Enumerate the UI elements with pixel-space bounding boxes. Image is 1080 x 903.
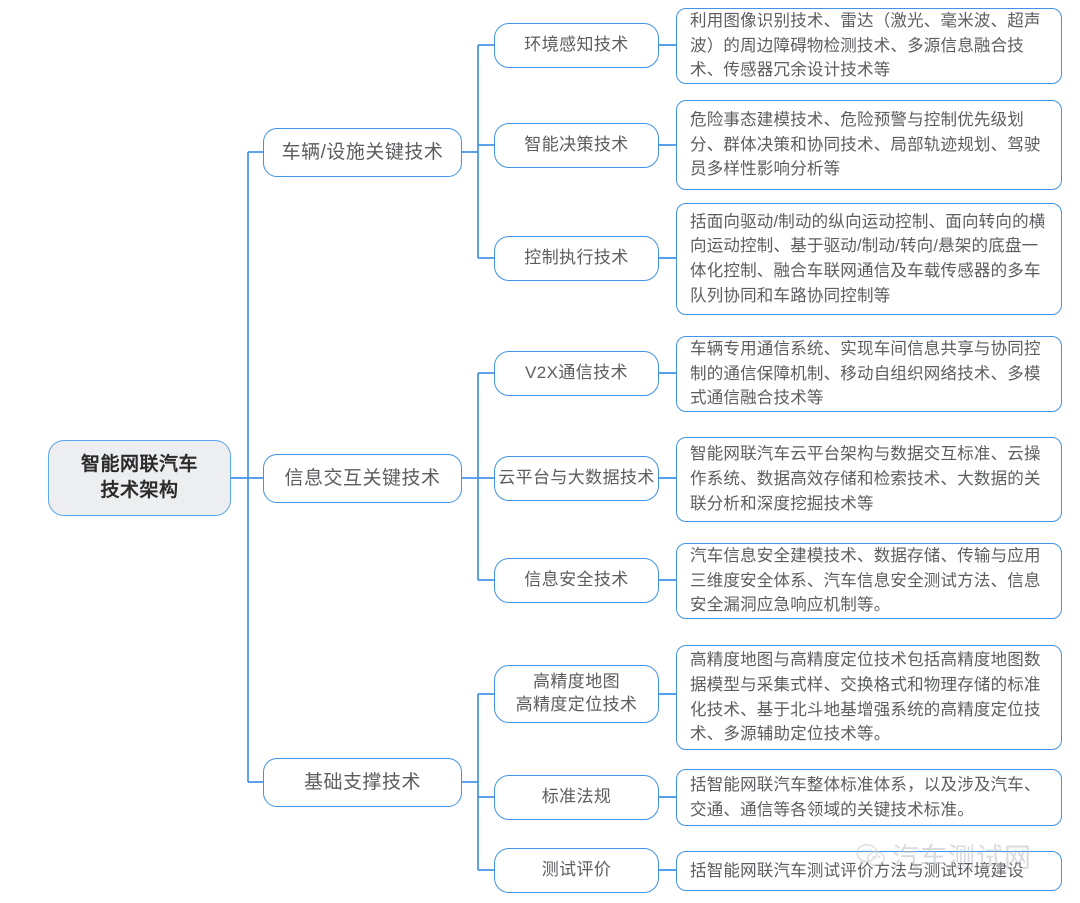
detail-node-control-execution[interactable]: 括面向驱动/制动的纵向运动控制、面向转向的横向运动控制、基于驱动/制动/转向/悬… [676, 203, 1062, 315]
branch-node-foundation-support[interactable]: 基础支撑技术 [263, 758, 462, 807]
topic-node-standards-regulations[interactable]: 标准法规 [494, 775, 659, 820]
detail-text: 汽车信息安全建模技术、数据存储、传输与应用三维度安全体系、汽车信息安全测试方法、… [690, 546, 1041, 615]
topic-label: 标准法规 [541, 787, 612, 807]
topic-label: 云平台与大数据技术 [498, 468, 655, 488]
branch-node-vehicle-facility[interactable]: 车辆/设施关键技术 [263, 128, 462, 177]
detail-node-intelligent-decision[interactable]: 危险事态建模技术、危险预警与控制优先级划分、群体决策和协同技术、局部轨迹规划、驾… [676, 100, 1062, 190]
topic-label: 控制执行技术 [524, 248, 629, 268]
detail-node-hd-map-positioning[interactable]: 高精度地图与高精度定位技术包括高精度地图数据模型与采集式样、交换格式和物理存储的… [676, 645, 1062, 750]
detail-node-cloud-bigdata[interactable]: 智能网联汽车云平台架构与数据交互标准、云操作系统、数据高效存储和检索技术、大数据… [676, 437, 1062, 522]
detail-text: 智能网联汽车云平台架构与数据交互标准、云操作系统、数据高效存储和检索技术、大数据… [690, 445, 1041, 513]
topic-label: 智能决策技术 [524, 135, 629, 155]
topic-label: 信息安全技术 [524, 570, 629, 590]
detail-text: 括智能网联汽车测试评价方法与测试环境建设 [690, 861, 1024, 880]
detail-node-standards-regulations[interactable]: 括智能网联汽车整体标准体系，以及涉及汽车、交通、通信等各领域的关键技术标准。 [676, 769, 1062, 826]
topic-label: V2X通信技术 [525, 363, 628, 383]
topic-node-environment-perception[interactable]: 环境感知技术 [494, 23, 659, 68]
detail-node-test-evaluation[interactable]: 括智能网联汽车测试评价方法与测试环境建设 [676, 851, 1062, 891]
branch-label: 信息交互关键技术 [284, 467, 441, 489]
topic-node-control-execution[interactable]: 控制执行技术 [494, 236, 659, 281]
root-node-label: 智能网联汽车 技术架构 [80, 454, 198, 501]
detail-text: 利用图像识别技术、雷达（激光、毫米波、超声波）的周边障碍物检测技术、多源信息融合… [690, 11, 1041, 80]
branch-node-information-interaction[interactable]: 信息交互关键技术 [263, 454, 462, 503]
root-node[interactable]: 智能网联汽车 技术架构 [48, 440, 231, 516]
topic-node-v2x-communication[interactable]: V2X通信技术 [494, 351, 659, 396]
detail-node-information-security[interactable]: 汽车信息安全建模技术、数据存储、传输与应用三维度安全体系、汽车信息安全测试方法、… [676, 543, 1062, 619]
detail-text: 车辆专用通信系统、实现车间信息共享与协同控制的通信保障机制、移动自组织网络技术、… [690, 339, 1041, 408]
detail-text: 括面向驱动/制动的纵向运动控制、面向转向的横向运动控制、基于驱动/制动/转向/悬… [690, 212, 1046, 305]
detail-text: 危险事态建模技术、危险预警与控制优先级划分、群体决策和协同技术、局部轨迹规划、驾… [690, 110, 1041, 179]
topic-label: 高精度地图 高精度定位技术 [515, 672, 638, 714]
topic-node-hd-map-positioning[interactable]: 高精度地图 高精度定位技术 [494, 665, 659, 723]
branch-label: 基础支撑技术 [303, 771, 421, 793]
branch-label: 车辆/设施关键技术 [281, 141, 444, 163]
detail-node-environment-perception[interactable]: 利用图像识别技术、雷达（激光、毫米波、超声波）的周边障碍物检测技术、多源信息融合… [676, 8, 1062, 84]
topic-label: 环境感知技术 [524, 35, 629, 55]
detail-text: 高精度地图与高精度定位技术包括高精度地图数据模型与采集式样、交换格式和物理存储的… [690, 651, 1041, 744]
topic-node-intelligent-decision[interactable]: 智能决策技术 [494, 123, 659, 168]
topic-node-test-evaluation[interactable]: 测试评价 [494, 848, 659, 893]
topic-label: 测试评价 [541, 860, 612, 880]
topic-node-information-security[interactable]: 信息安全技术 [494, 558, 659, 603]
detail-node-v2x-communication[interactable]: 车辆专用通信系统、实现车间信息共享与协同控制的通信保障机制、移动自组织网络技术、… [676, 336, 1062, 412]
topic-node-cloud-bigdata[interactable]: 云平台与大数据技术 [494, 456, 659, 501]
detail-text: 括智能网联汽车整体标准体系，以及涉及汽车、交通、通信等各领域的关键技术标准。 [690, 775, 1041, 819]
